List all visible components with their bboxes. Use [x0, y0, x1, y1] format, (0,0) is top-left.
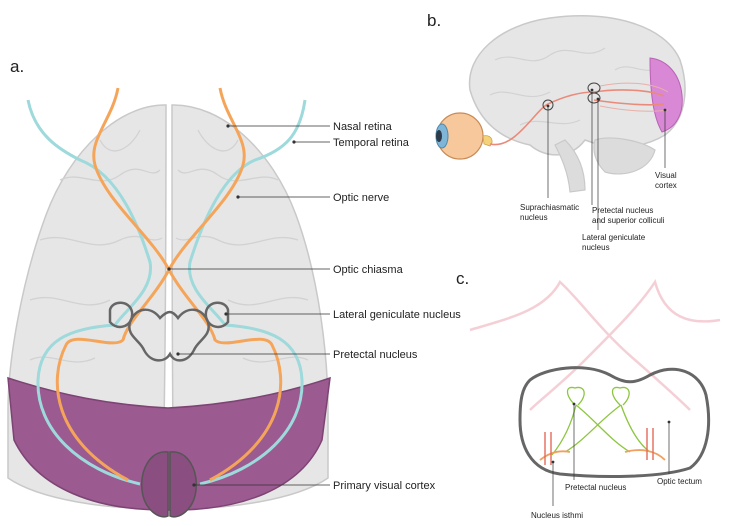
panel-c-letter: c. — [456, 269, 469, 288]
lgn-right — [204, 301, 230, 329]
label-optic-chiasma: Optic chiasma — [333, 264, 404, 276]
panel-c-leaders — [552, 404, 670, 506]
primary-visual-cortex-region — [7, 376, 331, 511]
midbrain-outline — [518, 366, 711, 478]
label-pretectal-c: Pretectal nucleus — [565, 483, 626, 492]
label-scn-line2: nucleus — [520, 213, 548, 222]
panel-a: a. — [7, 57, 461, 518]
panel-c: c. — [456, 269, 721, 520]
brain-side-view — [468, 15, 686, 156]
label-visual-cortex-line1: Visual — [655, 171, 677, 180]
panel-b-leaders — [547, 92, 666, 230]
label-optic-tectum: Optic tectum — [657, 477, 702, 486]
tectal-layers — [539, 449, 666, 461]
occipital-pole-left — [141, 451, 169, 518]
optic-tract-b — [489, 89, 665, 146]
label-lgn: Lateral geniculate nucleus — [333, 309, 461, 321]
panel-b: b. — [427, 11, 686, 252]
brainstem — [554, 139, 586, 193]
label-optic-nerve: Optic nerve — [333, 192, 389, 204]
label-temporal-retina: Temporal retina — [333, 137, 410, 149]
visual-cortex-region — [649, 57, 683, 133]
label-lgn-b-line2: nucleus — [582, 243, 610, 252]
cerebellum — [593, 137, 656, 175]
label-nucleus-isthmi: Nucleus isthmi — [531, 511, 583, 520]
lgn-left — [108, 301, 134, 329]
panel-a-leaders — [169, 125, 330, 486]
eye-illustration — [435, 112, 493, 160]
panel-a-dots — [167, 124, 296, 487]
occipital-pole-right — [169, 451, 197, 518]
pretectal-region — [128, 308, 210, 362]
label-pretectal-b-line1: Pretectal nucleus — [592, 206, 653, 215]
label-pretectal-nucleus: Pretectal nucleus — [333, 349, 418, 361]
label-visual-cortex-line2: cortex — [655, 181, 677, 190]
label-primary-visual-cortex: Primary visual cortex — [333, 480, 436, 492]
thalamic-nuclei — [108, 301, 230, 362]
label-lgn-b-line1: Lateral geniculate — [582, 233, 646, 242]
retinal-projection-c — [469, 279, 721, 411]
label-scn-line1: Suprachiasmatic — [520, 203, 579, 212]
pretectal-connections — [551, 386, 651, 456]
panel-c-dots — [551, 402, 671, 464]
label-pretectal-b-line2: and superior colliculi — [592, 216, 665, 225]
label-nasal-retina: Nasal retina — [333, 121, 393, 133]
panel-a-letter: a. — [10, 57, 24, 76]
isthmic-arrows — [544, 428, 654, 465]
panel-b-letter: b. — [427, 11, 441, 30]
panel-b-dots — [546, 88, 667, 112]
